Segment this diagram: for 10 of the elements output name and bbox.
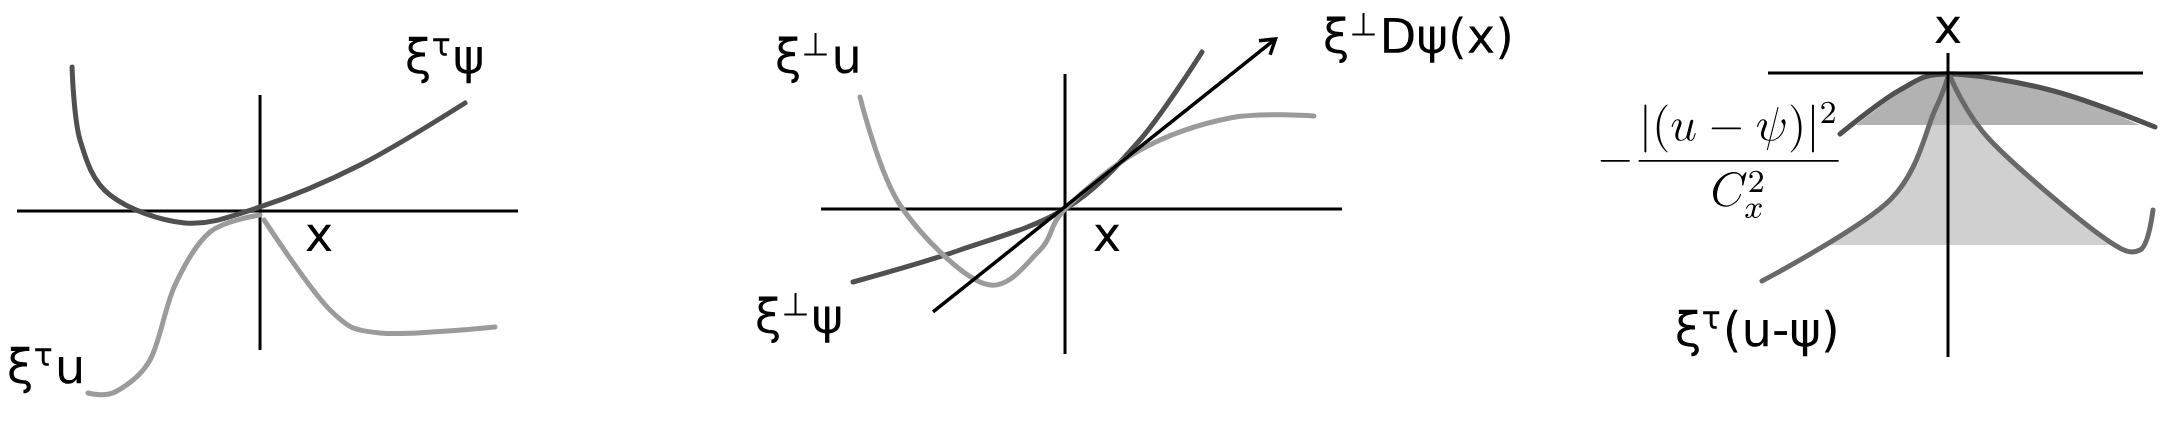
axis-label: x bbox=[1094, 224, 1120, 252]
curve-label: ξ$^{⊥}$u bbox=[777, 33, 858, 83]
curve-label: ξ$^{τ}$u bbox=[9, 346, 81, 394]
axis-label: x bbox=[1935, 16, 1961, 44]
formula: $-\frac{|(u-\psi)|^2}{C_x^2}$ bbox=[1600, 101, 1839, 218]
curve-label: ξ$^{⊥}$Dψ(x) bbox=[1325, 13, 1510, 63]
curve-label: ξ$^{τ}$ψ bbox=[407, 36, 482, 84]
axis-label: x bbox=[306, 224, 332, 252]
curve-label: ξ$^{⊥}$ψ bbox=[757, 293, 841, 343]
curve-label: ξ$^{τ}$(u-ψ) bbox=[1677, 309, 1836, 357]
